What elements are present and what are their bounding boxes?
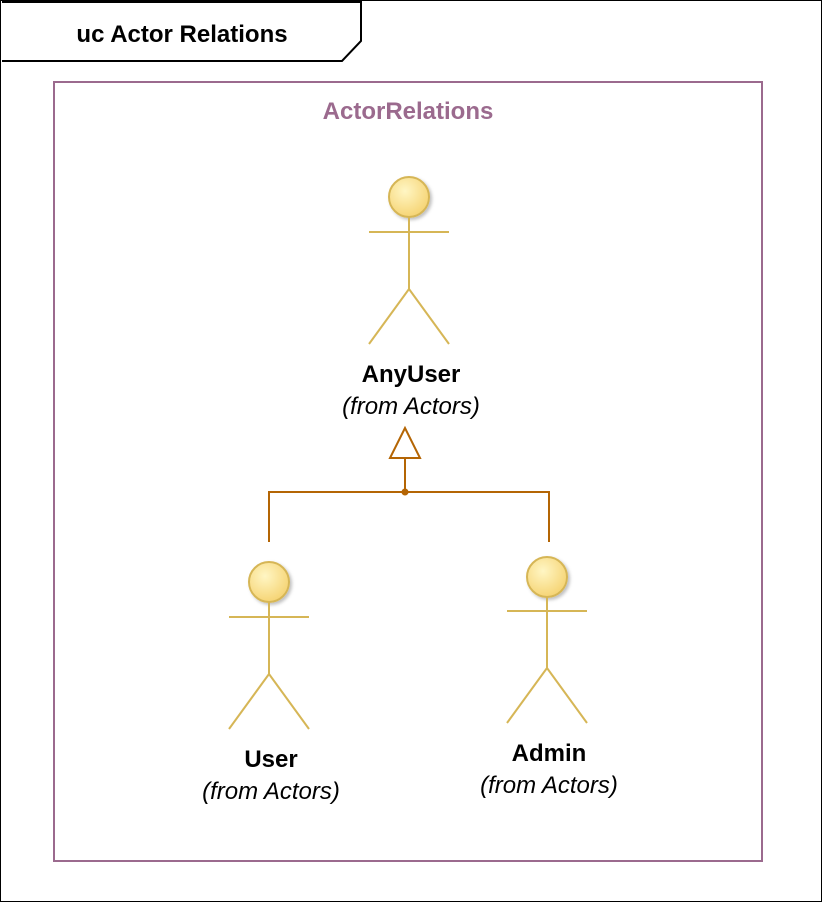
actor-anyuser[interactable]: AnyUser (from Actors): [342, 176, 480, 420]
actor-origin: (from Actors): [480, 772, 618, 799]
actor-name: User: [244, 746, 297, 773]
frame-title: uc Actor Relations: [76, 21, 287, 48]
frame-title-tab: uc Actor Relations: [2, 1, 362, 62]
actor-admin[interactable]: Admin (from Actors): [480, 556, 618, 799]
generalization-connector[interactable]: [268, 425, 550, 542]
package-title: ActorRelations: [323, 98, 494, 125]
generalization-line-user[interactable]: [268, 491, 405, 542]
actor-user[interactable]: User (from Actors): [202, 561, 340, 805]
actor-figure-icon: [506, 556, 588, 724]
generalization-line-admin[interactable]: [405, 491, 550, 542]
generalization-arrowhead: [388, 425, 422, 459]
actor-origin: (from Actors): [342, 393, 480, 420]
package-actor-relations[interactable]: ActorRelations: [53, 81, 763, 862]
actor-name: Admin: [512, 740, 587, 767]
actor-origin: (from Actors): [202, 778, 340, 805]
actor-figure-icon: [228, 561, 310, 730]
actor-name: AnyUser: [362, 361, 461, 388]
actor-figure-icon: [368, 176, 450, 345]
junction-dot: [401, 488, 409, 496]
